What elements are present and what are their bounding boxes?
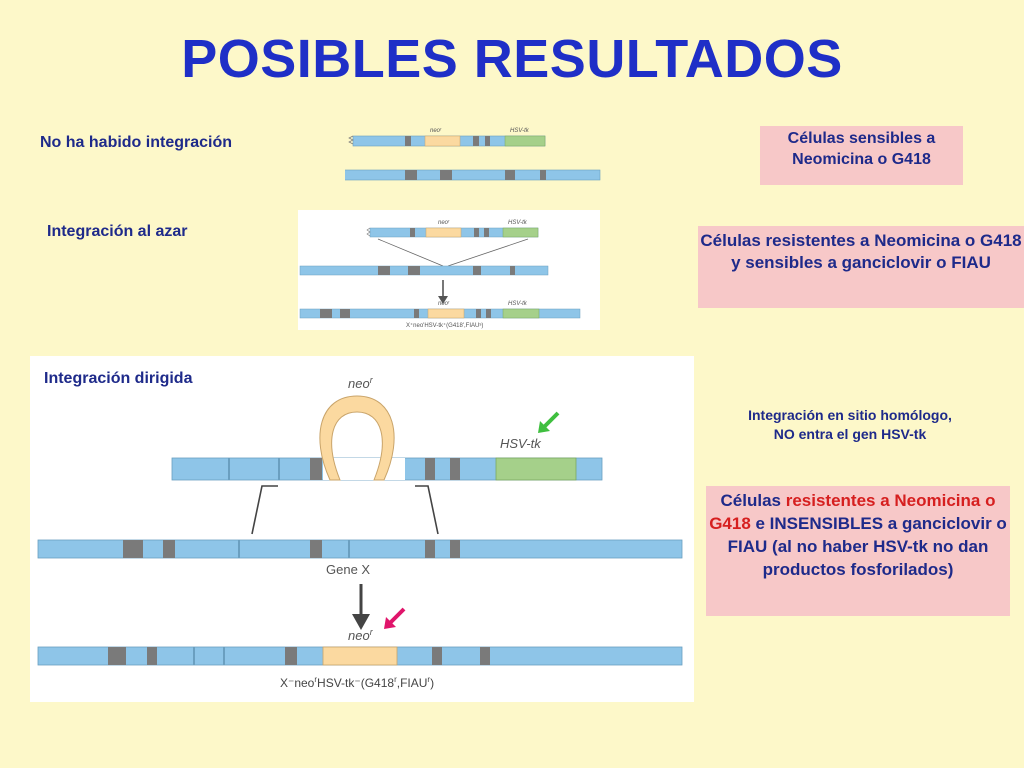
marker xyxy=(405,170,417,180)
crossover-right xyxy=(415,485,439,535)
result-box-directed: Células resistentes a Neomicina o G418 e… xyxy=(706,486,1010,616)
marker xyxy=(480,647,490,665)
marker xyxy=(285,647,297,665)
diagram-no-integration: neoʳ HSV-tk xyxy=(345,122,610,190)
marker xyxy=(425,458,435,480)
svg-text:HSV-tk: HSV-tk xyxy=(508,220,528,226)
diagram-directed-panel xyxy=(30,356,694,702)
label-random-integration: Integración al azar xyxy=(47,223,188,240)
svg-text:neoʳ: neoʳ xyxy=(430,127,442,134)
svg-text:HSV-tk: HSV-tk xyxy=(508,301,528,307)
green-arrow-icon xyxy=(538,411,560,433)
note-line-2: NO entra el gen HSV-tk xyxy=(773,425,927,442)
marker xyxy=(425,540,435,558)
marker xyxy=(310,458,322,480)
marker xyxy=(450,458,460,480)
page-title: POSIBLES RESULTADOS xyxy=(181,29,843,89)
pink-arrow-icon xyxy=(384,607,406,629)
svg-text:neoʳ: neoʳ xyxy=(438,219,450,226)
marker xyxy=(505,170,515,180)
note-line-1: Integración en sitio homólogo, xyxy=(748,407,952,423)
down-arrow xyxy=(352,614,370,630)
note-homologous: Integración en sitio homólogo, NO entra … xyxy=(714,406,986,444)
label-no-integration: No ha habido integración xyxy=(40,134,233,151)
marker xyxy=(123,540,143,558)
marker xyxy=(405,136,411,146)
marker xyxy=(108,647,126,665)
diagram-directed-integration: neor HSV-tk Gene X neor X⁻neorHSV-tk⁻(G4… xyxy=(37,375,683,690)
hsv-tk-cassette xyxy=(504,135,546,147)
chromosome-gene-x xyxy=(37,539,683,559)
result-box-sensitive: Células sensibles a Neomicina o G418 xyxy=(760,126,963,185)
neo-loop xyxy=(319,395,395,481)
neo-label: neor xyxy=(348,375,374,391)
result-genotype-label: X⁻neorHSV-tk⁻(G418r,FIAUr) xyxy=(280,675,434,690)
marker xyxy=(432,647,442,665)
hsv-label: HSV-tk xyxy=(500,436,542,451)
chromosome-bar xyxy=(345,169,601,181)
svg-text:X⁺neo'HSV-tk⁺(G418',FIAUˢ): X⁺neo'HSV-tk⁺(G418',FIAUˢ) xyxy=(406,322,483,329)
svg-text:HSV-tk: HSV-tk xyxy=(510,128,530,134)
hsv-tk-cassette xyxy=(495,457,577,481)
result-box-random: Células resistentes a Neomicina o G418 y… xyxy=(698,226,1024,308)
gene-x-label: Gene X xyxy=(326,562,370,577)
marker xyxy=(450,540,460,558)
neo-cassette xyxy=(424,135,461,147)
crossover-left xyxy=(251,485,278,535)
marker xyxy=(485,136,490,146)
marker xyxy=(440,170,452,180)
svg-text:neor: neor xyxy=(348,627,374,643)
marker xyxy=(540,170,546,180)
marker xyxy=(310,540,322,558)
diagram-random-integration: neoʳ HSV-tk neoʳ HSV-tk X⁺neo'HSV-tk⁺(G4… xyxy=(298,210,600,330)
label-directed-integration: Integración dirigida xyxy=(44,370,193,387)
marker xyxy=(147,647,157,665)
svg-text:neoʳ: neoʳ xyxy=(438,300,450,307)
neo-integrated xyxy=(322,646,398,666)
marker xyxy=(163,540,175,558)
marker xyxy=(473,136,479,146)
